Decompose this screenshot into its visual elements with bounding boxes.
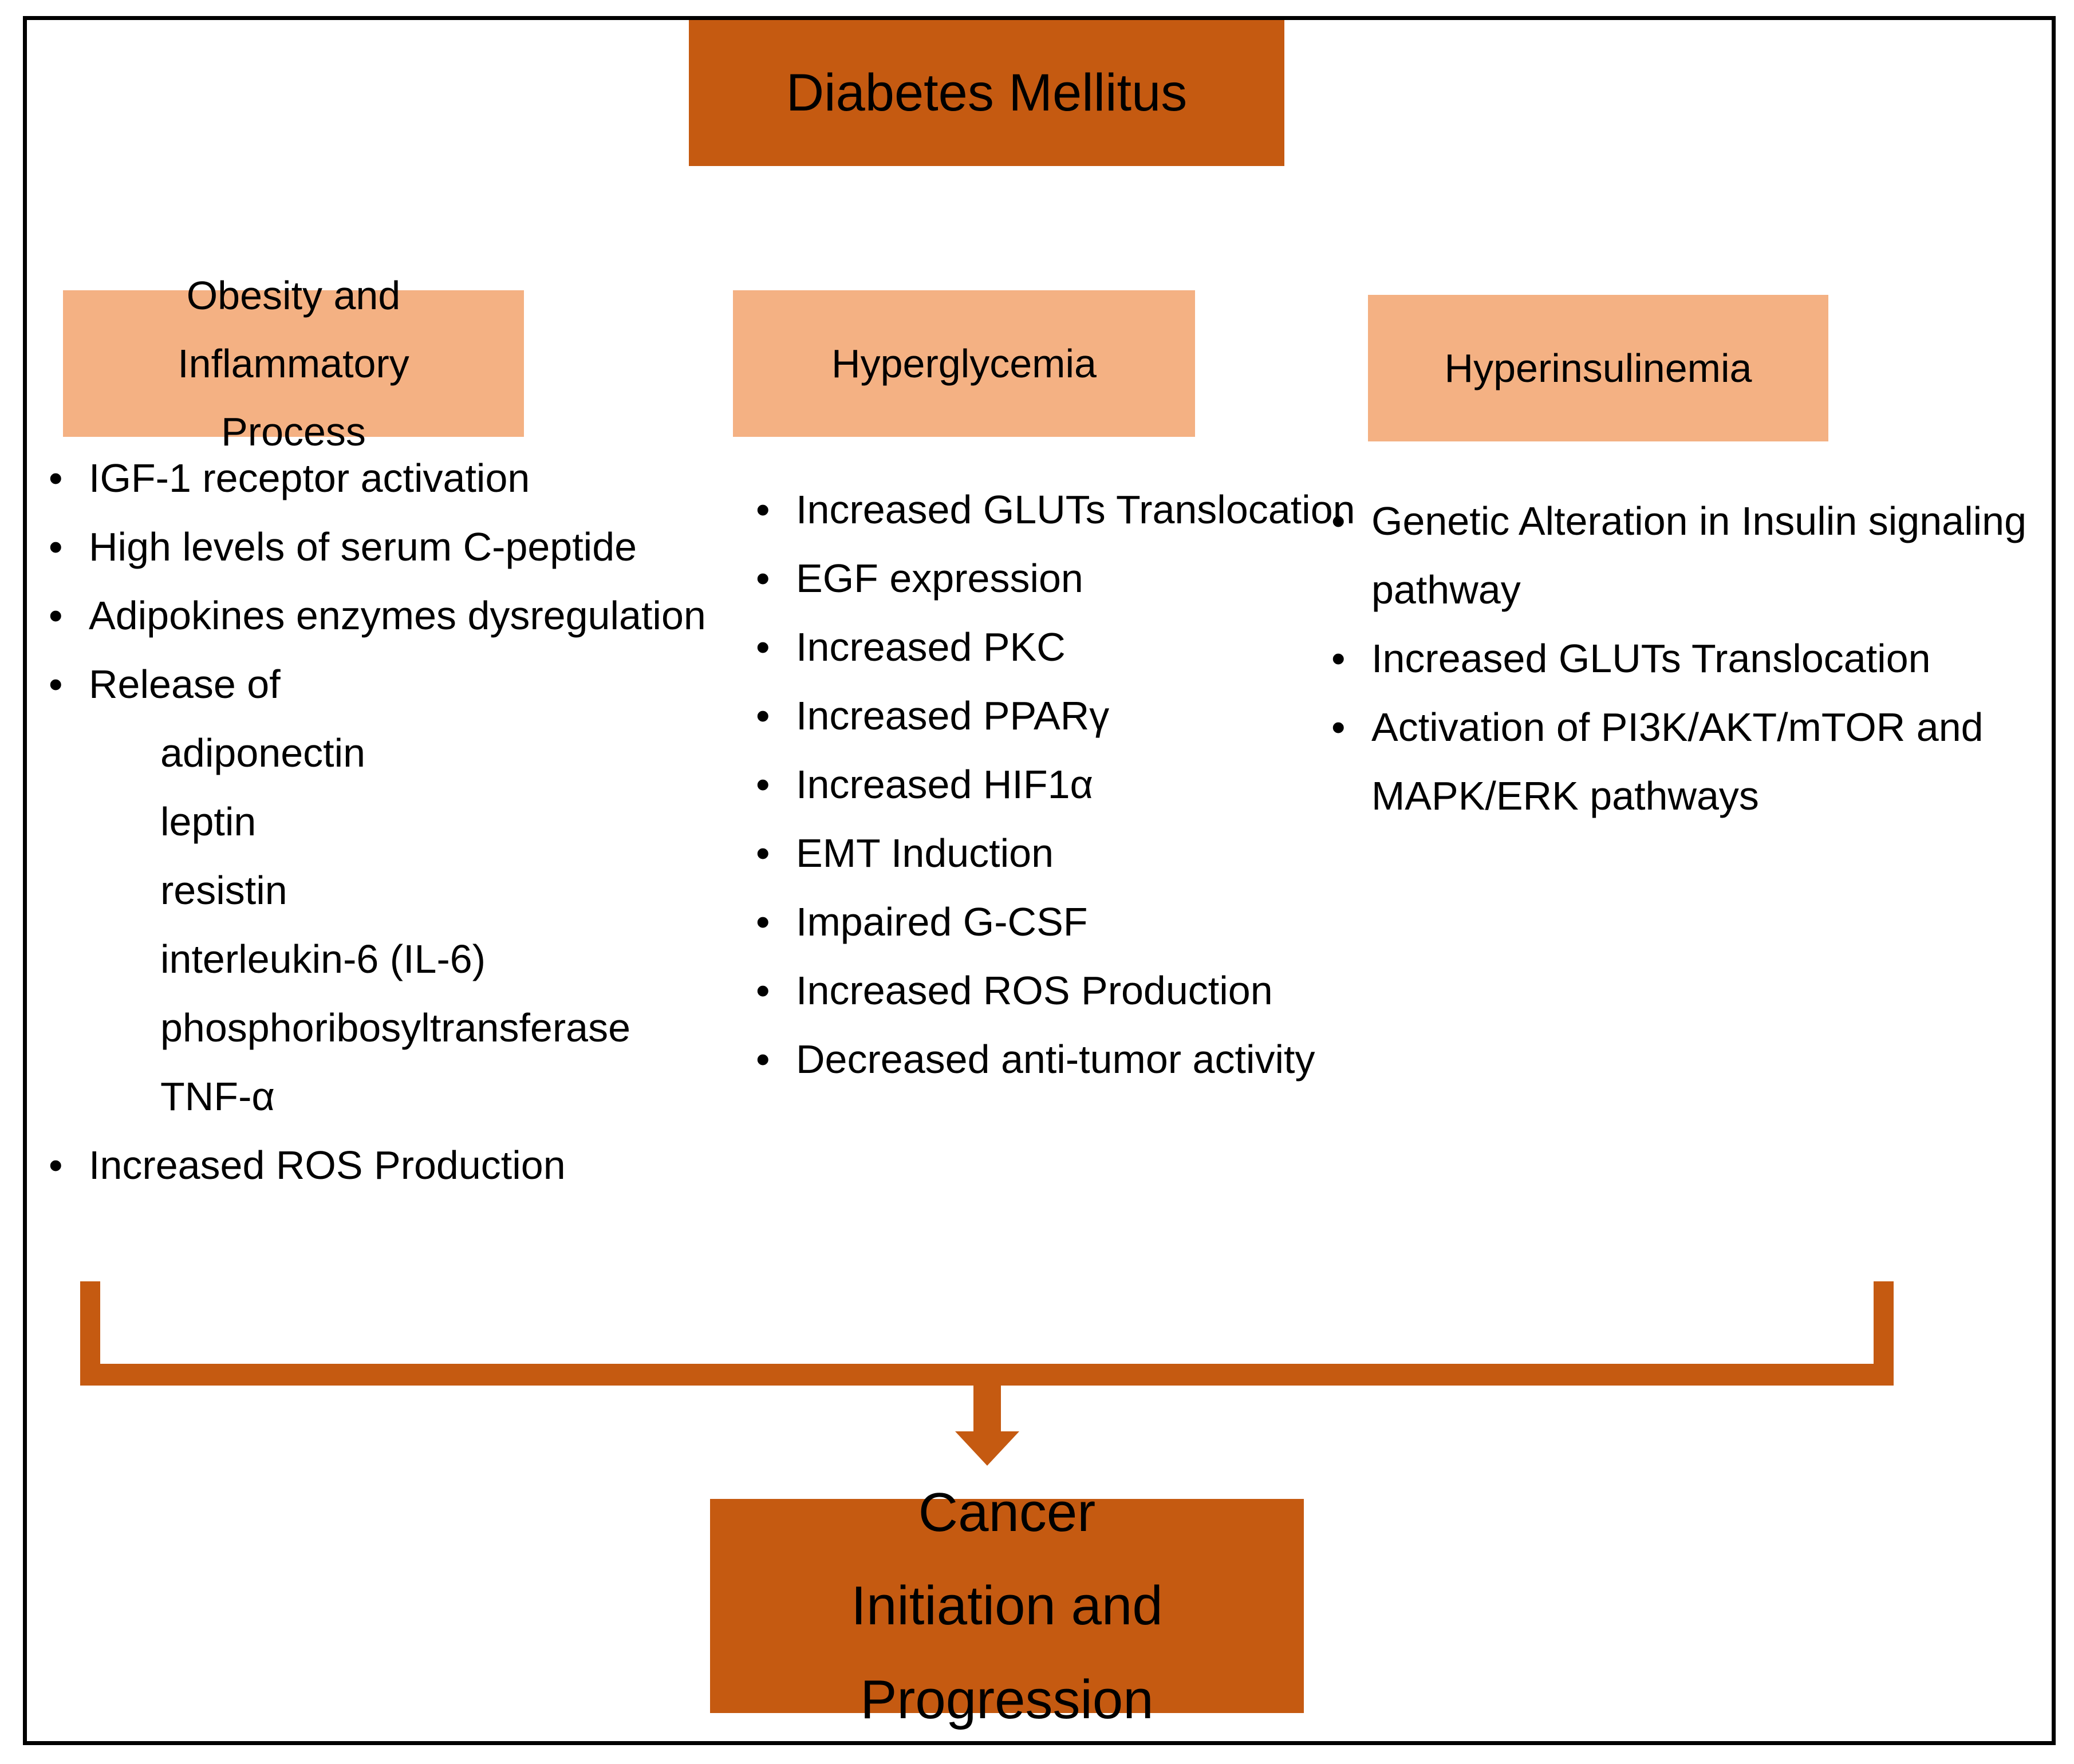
list-hyperinsulinemia: Genetic Alteration in Insulin signaling … — [1331, 487, 2026, 830]
list-item-continuation: pathway — [1371, 567, 1521, 612]
list-sub-item: TNF-α — [160, 1074, 275, 1119]
list-sub-item: phosphoribosyltransferase — [160, 1005, 631, 1050]
list-item: Increased PKC — [756, 613, 1355, 681]
list-sub-item: adiponectin — [160, 731, 366, 775]
heading-hyperinsulinemia-line-1: Hyperinsulinemia — [1444, 345, 1752, 390]
list-item: Decreased anti-tumor activity — [756, 1025, 1355, 1094]
list-obesity: IGF-1 receptor activation High levels of… — [49, 444, 706, 1199]
list-item: Increased ROS Production — [49, 1131, 706, 1199]
arrow-head-icon — [955, 1431, 1019, 1466]
list-item: Release of — [49, 650, 706, 719]
arrow-shaft — [973, 1386, 1001, 1434]
list-hyperglycemia: Increased GLUTs Translocation EGF expres… — [756, 475, 1355, 1094]
list-sub-item: leptin — [160, 799, 257, 844]
list-item: Activation of PI3K/AKT/mTOR and — [1331, 693, 2026, 761]
bracket-crossbar — [80, 1364, 1894, 1386]
diagram-frame — [23, 16, 2056, 1745]
heading-obesity: Obesity and Inflammatory Process — [63, 273, 524, 454]
list-item: Genetic Alteration in Insulin signaling — [1331, 487, 2026, 555]
list-sub-item: interleukin-6 (IL-6) — [160, 937, 486, 981]
heading-hyperinsulinemia: Hyperinsulinemia — [1368, 295, 1828, 441]
list-item: EMT Induction — [756, 819, 1355, 887]
heading-hyperglycemia: Hyperglycemia — [733, 290, 1195, 437]
list-item: Impaired G-CSF — [756, 887, 1355, 956]
list-item: IGF-1 receptor activation — [49, 444, 706, 512]
heading-obesity-line-1: Obesity and Inflammatory — [178, 273, 409, 386]
list-item: Increased HIF1α — [756, 750, 1355, 819]
list-item: High levels of serum C-peptide — [49, 512, 706, 581]
list-item-continuation: MAPK/ERK pathways — [1371, 774, 1759, 818]
list-item: Increased GLUTs Translocation — [756, 475, 1355, 544]
node-cancer: Cancer Initiation and Progression — [710, 1482, 1304, 1730]
list-item: Increased ROS Production — [756, 956, 1355, 1025]
list-item: Increased GLUTs Translocation — [1331, 624, 2026, 693]
list-item: Increased PPARγ — [756, 681, 1355, 750]
list-sub-item: resistin — [160, 868, 287, 913]
heading-hyperglycemia-line-1: Hyperglycemia — [831, 341, 1097, 386]
node-cancer-line-1: Cancer — [918, 1482, 1096, 1544]
list-item: Adipokines enzymes dysregulation — [49, 581, 706, 650]
node-diabetes-mellitus: Diabetes Mellitus — [689, 20, 1284, 166]
node-diabetes-mellitus-label: Diabetes Mellitus — [786, 64, 1188, 123]
list-item: EGF expression — [756, 544, 1355, 613]
node-cancer-line-2: Initiation and Progression — [851, 1575, 1163, 1730]
